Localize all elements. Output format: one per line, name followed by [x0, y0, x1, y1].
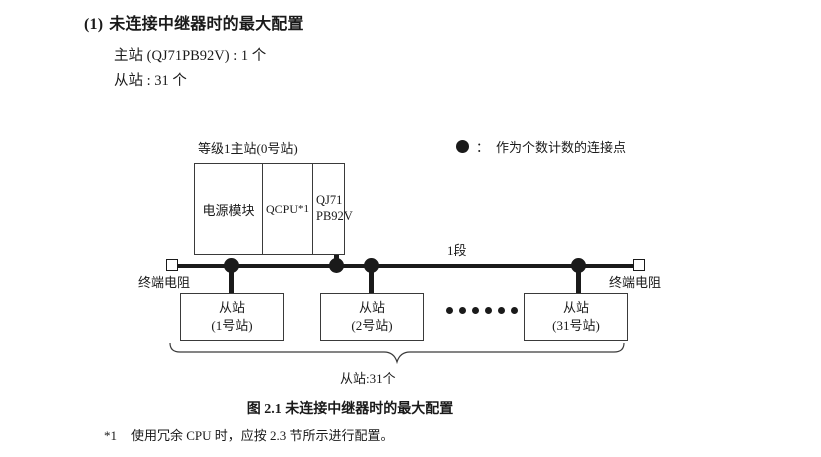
spec-slave-count: 从站 : 31 个 — [114, 73, 187, 89]
terminating-resistor-left-icon — [166, 259, 178, 271]
master-station-rack: 电源模块 QCPU*1 QJ71 PB92V — [194, 163, 353, 255]
section-number: (1) — [84, 16, 104, 33]
footnote-text: 使用冗余 CPU 时，应按 2.3 节所示进行配置。 — [131, 428, 394, 443]
terminating-resistor-right-icon — [633, 259, 645, 271]
ellipsis-dots-icon — [446, 307, 518, 314]
qj71pb92v-module-cell: QJ71 PB92V — [313, 164, 353, 254]
qj71pb92v-label-line1: QJ71 — [316, 193, 343, 208]
section-heading: (1) 未连接中继器时的最大配置 — [84, 10, 304, 34]
figure-caption: 图 2.1 未连接中继器时的最大配置 — [246, 402, 454, 417]
footnote-mark: *1 — [104, 428, 117, 443]
slave-31-name: 从站 — [562, 300, 589, 316]
terminating-resistor-left-label: 终端电阻 — [138, 275, 191, 290]
drop-line-slave-1 — [229, 265, 234, 293]
slave-station-box-31: 从站 (31号站) — [524, 293, 628, 341]
connection-node-master — [329, 258, 344, 273]
qj71pb92v-label-line2: PB92V — [316, 209, 353, 223]
power-supply-module-cell: 电源模块 — [202, 202, 255, 218]
legend: ： 作为个数计数的连接点 — [456, 137, 626, 156]
qcpu-label: QCPU — [265, 201, 298, 216]
slave-2-station: (2号站) — [351, 318, 393, 333]
rack-title-label: 等级1主站(0号站) — [198, 141, 298, 156]
spec-master-count: 主站 (QJ71PB92V) : 1 个 — [114, 48, 267, 64]
slave-2-name: 从站 — [358, 300, 385, 316]
section-title: 未连接中继器时的最大配置 — [109, 16, 304, 33]
drop-line-slave-2 — [369, 265, 374, 293]
filled-circle-icon — [456, 140, 469, 153]
slave-group-brace-label: 从站:31个 — [340, 371, 396, 386]
rack-divider-1 — [262, 164, 264, 254]
qcpu-footnote-mark: *1 — [298, 203, 309, 215]
slave-1-name: 从站 — [218, 300, 245, 316]
slave-station-box-1: 从站 (1号站) — [180, 293, 284, 341]
network-bus-line — [176, 263, 640, 268]
slave-station-box-2: 从站 (2号站) — [320, 293, 424, 341]
legend-separator: ： — [476, 140, 490, 155]
qcpu-module-cell: QCPU*1 — [263, 164, 312, 254]
legend-text: 作为个数计数的连接点 — [496, 140, 627, 155]
segment-label: 1段 — [447, 243, 467, 258]
rack-divider-2 — [312, 164, 314, 254]
slave-group-brace — [169, 342, 625, 365]
footnote: *1 使用冗余 CPU 时，应按 2.3 节所示进行配置。 — [104, 425, 394, 444]
slave-1-station: (1号站) — [211, 318, 253, 333]
slave-31-station: (31号站) — [552, 318, 600, 333]
terminating-resistor-right-label: 终端电阻 — [609, 275, 662, 290]
drop-line-slave-31 — [576, 265, 581, 293]
